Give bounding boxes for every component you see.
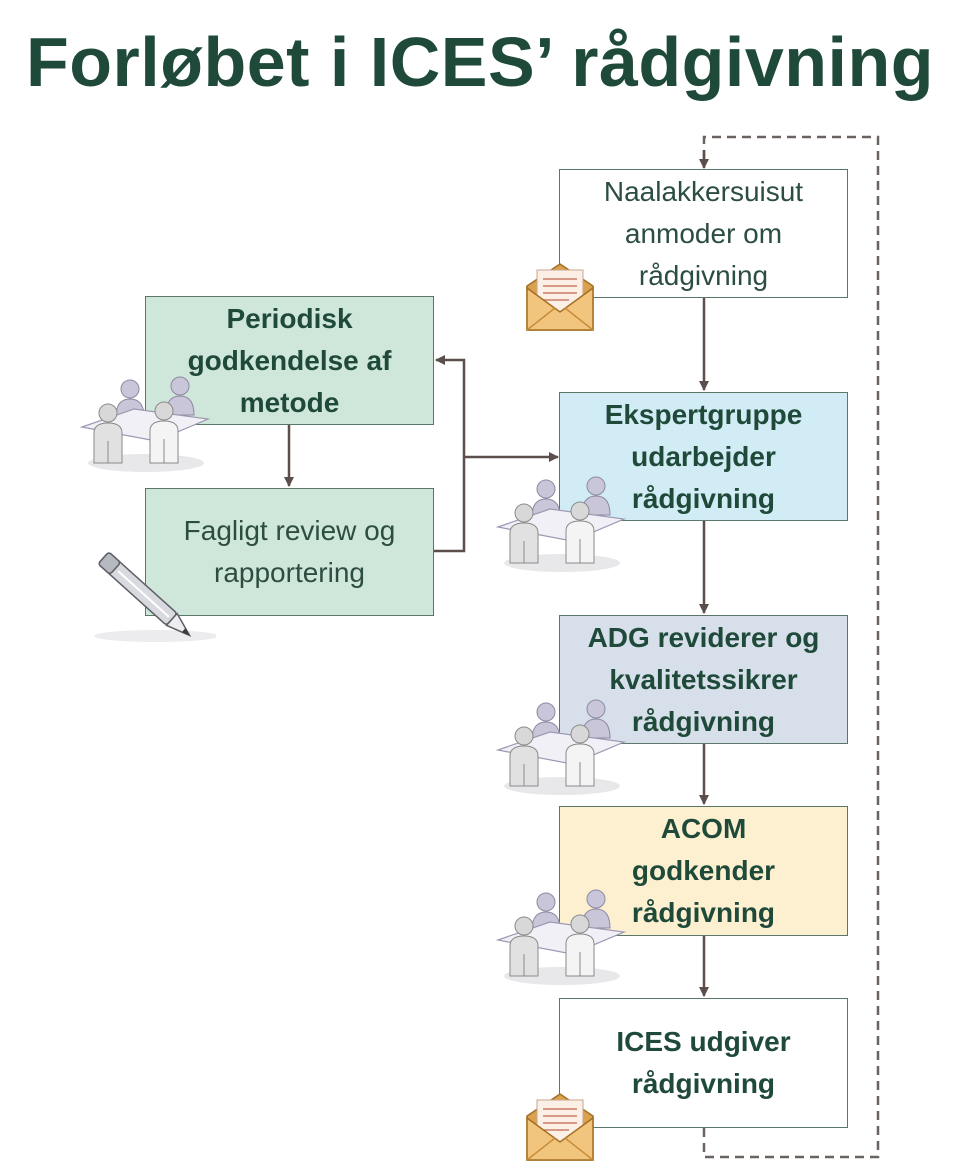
box-adg-line: rådgivning [631,705,776,737]
box-expert-line: udarbejder [631,440,776,472]
box-expert-line: rådgivning [631,482,776,514]
meeting-group-icon [496,889,627,985]
box-review: Fagligt review og rapportering [145,488,434,616]
box-publish-line: ICES udgiver [616,1026,791,1057]
box-publish-line: rådgivning [631,1068,776,1099]
arrow-review-method [434,355,466,553]
box-review-line: rapportering [214,557,365,588]
box-method-line: godkendelse af [187,344,392,376]
pen-icon [94,552,216,642]
box-request-line: Naalakkersuisut [603,175,804,207]
box-acom-line: rådgivning [631,897,776,928]
box-request-line: rådgivning [638,259,769,291]
box-publish: ICES udgiver rådgivning [559,998,848,1128]
box-expert-line: Ekspertgruppe [604,398,803,430]
box-acom-line: ACOM [660,813,747,844]
envelope-icon [526,1093,594,1161]
box-adg-line: ADG reviderer og [587,621,820,653]
box-request-line: anmoder om [624,217,783,249]
meeting-group-icon [496,476,627,572]
envelope-icon [526,263,594,331]
box-method: Periodisk godkendelse af metode [145,296,434,425]
box-review-line: Fagligt review og [183,515,396,546]
box-method-line: Periodisk [226,302,353,334]
meeting-group-icon [496,699,627,795]
box-expert: Ekspertgruppe udarbejder rådgivning [559,392,848,521]
meeting-group-icon [80,376,211,472]
box-acom-line: godkender [631,855,776,886]
box-method-line: metode [239,386,340,418]
box-request: Naalakkersuisut anmoder om rådgivning [559,169,848,298]
box-adg: ADG reviderer og kvalitetssikrer rådgivn… [559,615,848,744]
page-title: Forløbet i ICES’ rådgivning [25,23,935,101]
feedback-loop-dashed [702,135,880,1159]
box-adg-line: kvalitetssikrer [609,663,798,695]
